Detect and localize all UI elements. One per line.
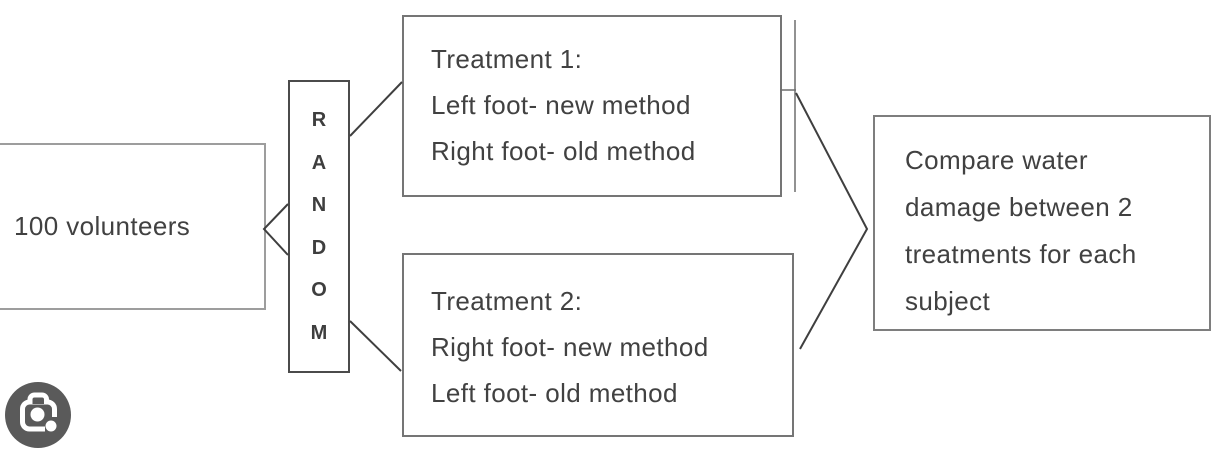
- node-volunteers: 100 volunteers: [0, 143, 266, 310]
- node-compare-result: Compare water damage between 2 treatment…: [873, 115, 1211, 331]
- node-treatment-2: Treatment 2: Right foot- new method Left…: [402, 253, 794, 437]
- edge-random-treatment1: [349, 81, 403, 137]
- compare-line: subject: [905, 286, 991, 316]
- random-letter: N: [311, 194, 327, 216]
- edge-treatments-compare: [795, 92, 869, 350]
- treatment1-line: Right foot- old method: [431, 136, 696, 166]
- camera-lens-dot: [30, 407, 45, 422]
- random-letter: D: [311, 236, 327, 259]
- edge-random-treatment2: [349, 320, 402, 372]
- camera-corner-dot: [45, 420, 57, 432]
- treatment1-title: Treatment 1:: [431, 44, 583, 74]
- treatment2-line: Left foot- old method: [431, 378, 678, 408]
- camera-hump: [27, 392, 49, 404]
- treatment1-line: Left foot- new method: [431, 90, 691, 120]
- random-letter: O: [311, 279, 327, 301]
- compare-line: Compare water: [905, 145, 1088, 175]
- google-lens-button[interactable]: [0, 377, 76, 453]
- node-random: R A N D O M: [288, 80, 350, 373]
- treatment2-title: Treatment 2:: [431, 286, 583, 316]
- treatment2-line: Right foot- new method: [431, 332, 709, 362]
- random-letter: M: [310, 321, 328, 344]
- node-treatment-1: Treatment 1: Left foot- new method Right…: [402, 15, 782, 197]
- edge-volunteers-random: [262, 203, 289, 256]
- random-letter: A: [311, 151, 327, 174]
- volunteers-label: 100 volunteers: [14, 211, 191, 241]
- compare-line: treatments for each: [905, 239, 1137, 269]
- compare-line: damage between 2: [905, 192, 1133, 222]
- random-letter: R: [311, 109, 327, 131]
- google-lens-camera-icon: [5, 382, 71, 448]
